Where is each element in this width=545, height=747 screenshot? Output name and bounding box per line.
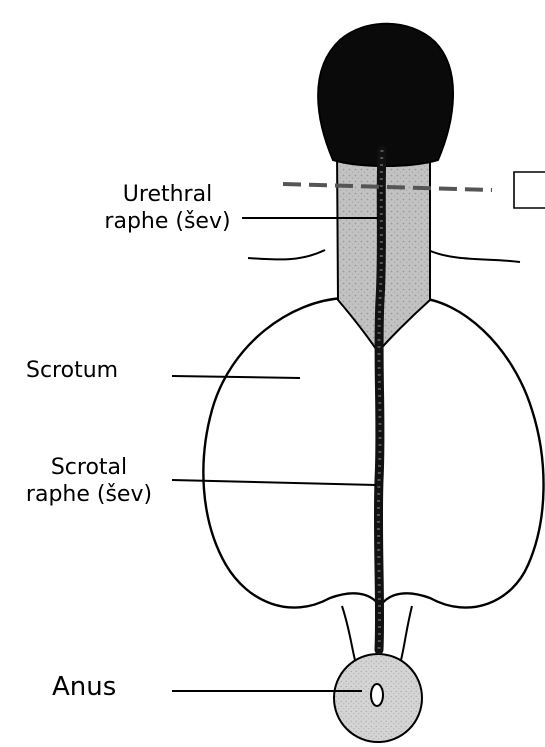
- raphe-line: [378, 150, 382, 650]
- right-fold-curve: [428, 250, 520, 262]
- scrotal-raphe-label-line2: raphe (šev): [14, 481, 164, 508]
- urethral-raphe-label-line2: raphe (šev): [85, 208, 250, 235]
- urethral-raphe-label: Urethral raphe (šev): [85, 181, 250, 235]
- perineum-left-line: [342, 606, 356, 664]
- scrotal-raphe-label-line1: Scrotal: [14, 454, 164, 481]
- anus-opening: [371, 684, 383, 706]
- left-fold-curve: [248, 250, 325, 260]
- scrotum-leader: [172, 376, 300, 378]
- edge-box: [514, 172, 545, 208]
- urethral-raphe-label-line1: Urethral: [85, 181, 250, 208]
- perineum-right-line: [400, 606, 412, 664]
- scrotal-raphe-label: Scrotal raphe (šev): [14, 454, 164, 508]
- scrotum-label: Scrotum: [26, 357, 118, 384]
- anus-label: Anus: [52, 674, 116, 701]
- glans: [318, 24, 453, 166]
